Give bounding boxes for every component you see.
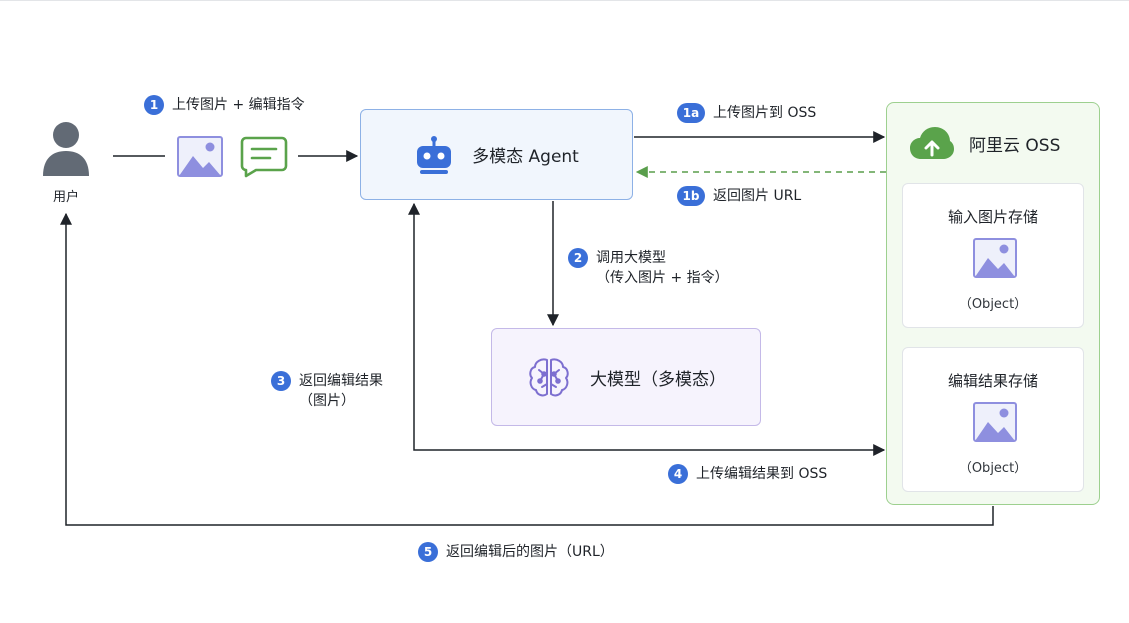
user-label: 用户	[52, 190, 79, 205]
step-2-line1: 调用大模型	[596, 250, 666, 266]
step-3-line1: 返回编辑结果	[299, 373, 383, 389]
oss-title: 阿里云 OSS	[969, 135, 1061, 156]
oss-header: 阿里云 OSS	[909, 125, 1060, 161]
step-5-text: 返回编辑后的图片（URL）	[446, 544, 614, 560]
image-icon	[973, 238, 1017, 278]
step-5-badge: 5	[418, 542, 438, 562]
step-1a-text: 上传图片到 OSS	[713, 105, 817, 121]
step-2-line2: （传入图片 + 指令）	[596, 270, 729, 286]
step-4-badge: 4	[668, 464, 688, 484]
step-1a-badge: 1a	[677, 103, 705, 123]
input-store-sub: （Object）	[958, 297, 1028, 312]
result-store-sub: （Object）	[958, 461, 1028, 476]
image-icon	[973, 402, 1017, 442]
oss-panel: 阿里云 OSS 输入图片存储 （Object） 编辑结果存储 （Object）	[886, 102, 1100, 505]
agent-node: 多模态 Agent	[360, 109, 633, 200]
step-1: 1 上传图片 + 编辑指令	[144, 95, 305, 115]
step-3-line2: （图片）	[299, 393, 355, 409]
brain-icon	[529, 358, 569, 397]
link-result-loop	[408, 202, 886, 456]
top-divider	[0, 0, 1129, 1]
step-1b-text: 返回图片 URL	[713, 188, 802, 204]
step-4: 4 上传编辑结果到 OSS	[668, 464, 827, 484]
agent-title: 多模态 Agent	[472, 147, 579, 167]
input-store-title: 输入图片存储	[947, 208, 1038, 226]
step-1-text: 上传图片 + 编辑指令	[172, 97, 305, 113]
result-store: 编辑结果存储 （Object）	[902, 347, 1084, 492]
cloud-upload-icon	[910, 127, 954, 159]
step-3-badge: 3	[271, 371, 291, 391]
user-icon	[43, 122, 89, 176]
step-5: 5 返回编辑后的图片（URL）	[418, 542, 614, 562]
step-2: 2 调用大模型 （传入图片 + 指令）	[568, 248, 729, 288]
step-1a: 1a 上传图片到 OSS	[677, 103, 816, 123]
result-store-title: 编辑结果存储	[947, 372, 1038, 390]
model-title: 大模型（多模态）	[590, 369, 726, 390]
robot-icon	[417, 135, 452, 174]
input-store: 输入图片存储 （Object）	[902, 183, 1084, 328]
image-icon	[177, 136, 223, 177]
step-1b: 1b 返回图片 URL	[677, 186, 801, 206]
link-oss-to-user	[60, 212, 994, 526]
message-icon	[240, 136, 288, 178]
model-node: 大模型（多模态）	[491, 328, 761, 426]
step-4-text: 上传编辑结果到 OSS	[696, 466, 828, 482]
step-3: 3 返回编辑结果 （图片）	[271, 371, 383, 411]
step-2-badge: 2	[568, 248, 588, 268]
step-1-badge: 1	[144, 95, 164, 115]
step-1b-badge: 1b	[677, 186, 705, 206]
